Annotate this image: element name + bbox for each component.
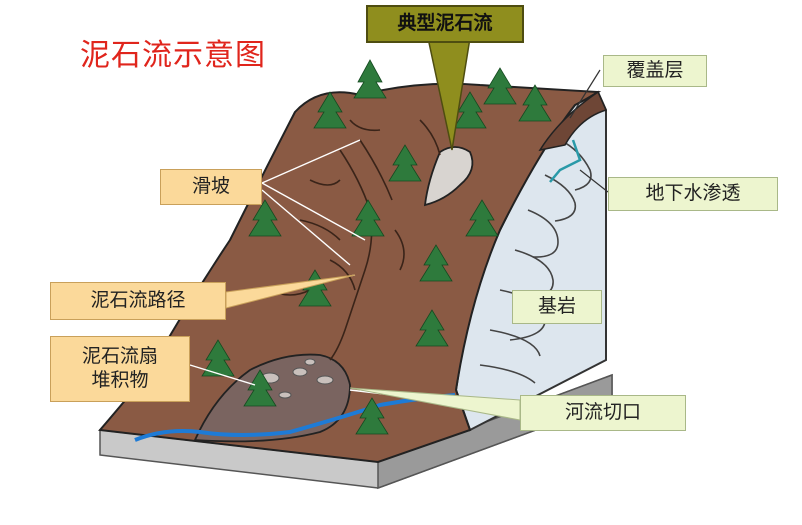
tree xyxy=(415,309,449,347)
cover-layer xyxy=(538,90,608,152)
tree xyxy=(388,144,422,182)
tree xyxy=(201,339,235,377)
tree xyxy=(313,91,347,129)
tree xyxy=(483,67,517,105)
tree xyxy=(298,269,332,307)
label-cover-layer: 覆盖层 xyxy=(603,55,707,87)
tree xyxy=(243,369,277,407)
label-bedrock: 基岩 xyxy=(512,290,602,324)
tree xyxy=(353,59,387,99)
groundwater-seep xyxy=(549,139,582,183)
debris-flow-scar xyxy=(423,146,474,207)
label-groundwater-seepage: 地下水渗透 xyxy=(608,177,778,211)
tree xyxy=(453,91,487,129)
label-debris-flow-path: 泥石流路径 xyxy=(50,282,226,320)
tree xyxy=(351,199,385,237)
tree xyxy=(419,244,453,282)
label-typical-debris-flow: 典型泥石流 xyxy=(366,5,524,43)
flow-path-lines xyxy=(269,119,441,361)
label-fan-deposit-line2: 堆积物 xyxy=(91,369,149,391)
river xyxy=(134,393,456,442)
tree xyxy=(465,199,499,237)
diagram-title: 泥石流示意图 xyxy=(80,38,266,73)
tree xyxy=(248,199,282,237)
leader-lines-dark xyxy=(569,69,609,193)
tree xyxy=(355,397,389,435)
label-landslide: 滑坡 xyxy=(160,169,262,205)
label-river-cut: 河流切口 xyxy=(520,395,686,431)
tree xyxy=(518,84,552,122)
label-fan-deposit: 泥石流扇 堆积物 xyxy=(50,336,190,402)
trees xyxy=(201,59,552,435)
path-callout-pointer xyxy=(225,274,356,309)
fan-deposit xyxy=(193,353,351,443)
label-fan-deposit-line1: 泥石流扇 xyxy=(81,345,158,368)
